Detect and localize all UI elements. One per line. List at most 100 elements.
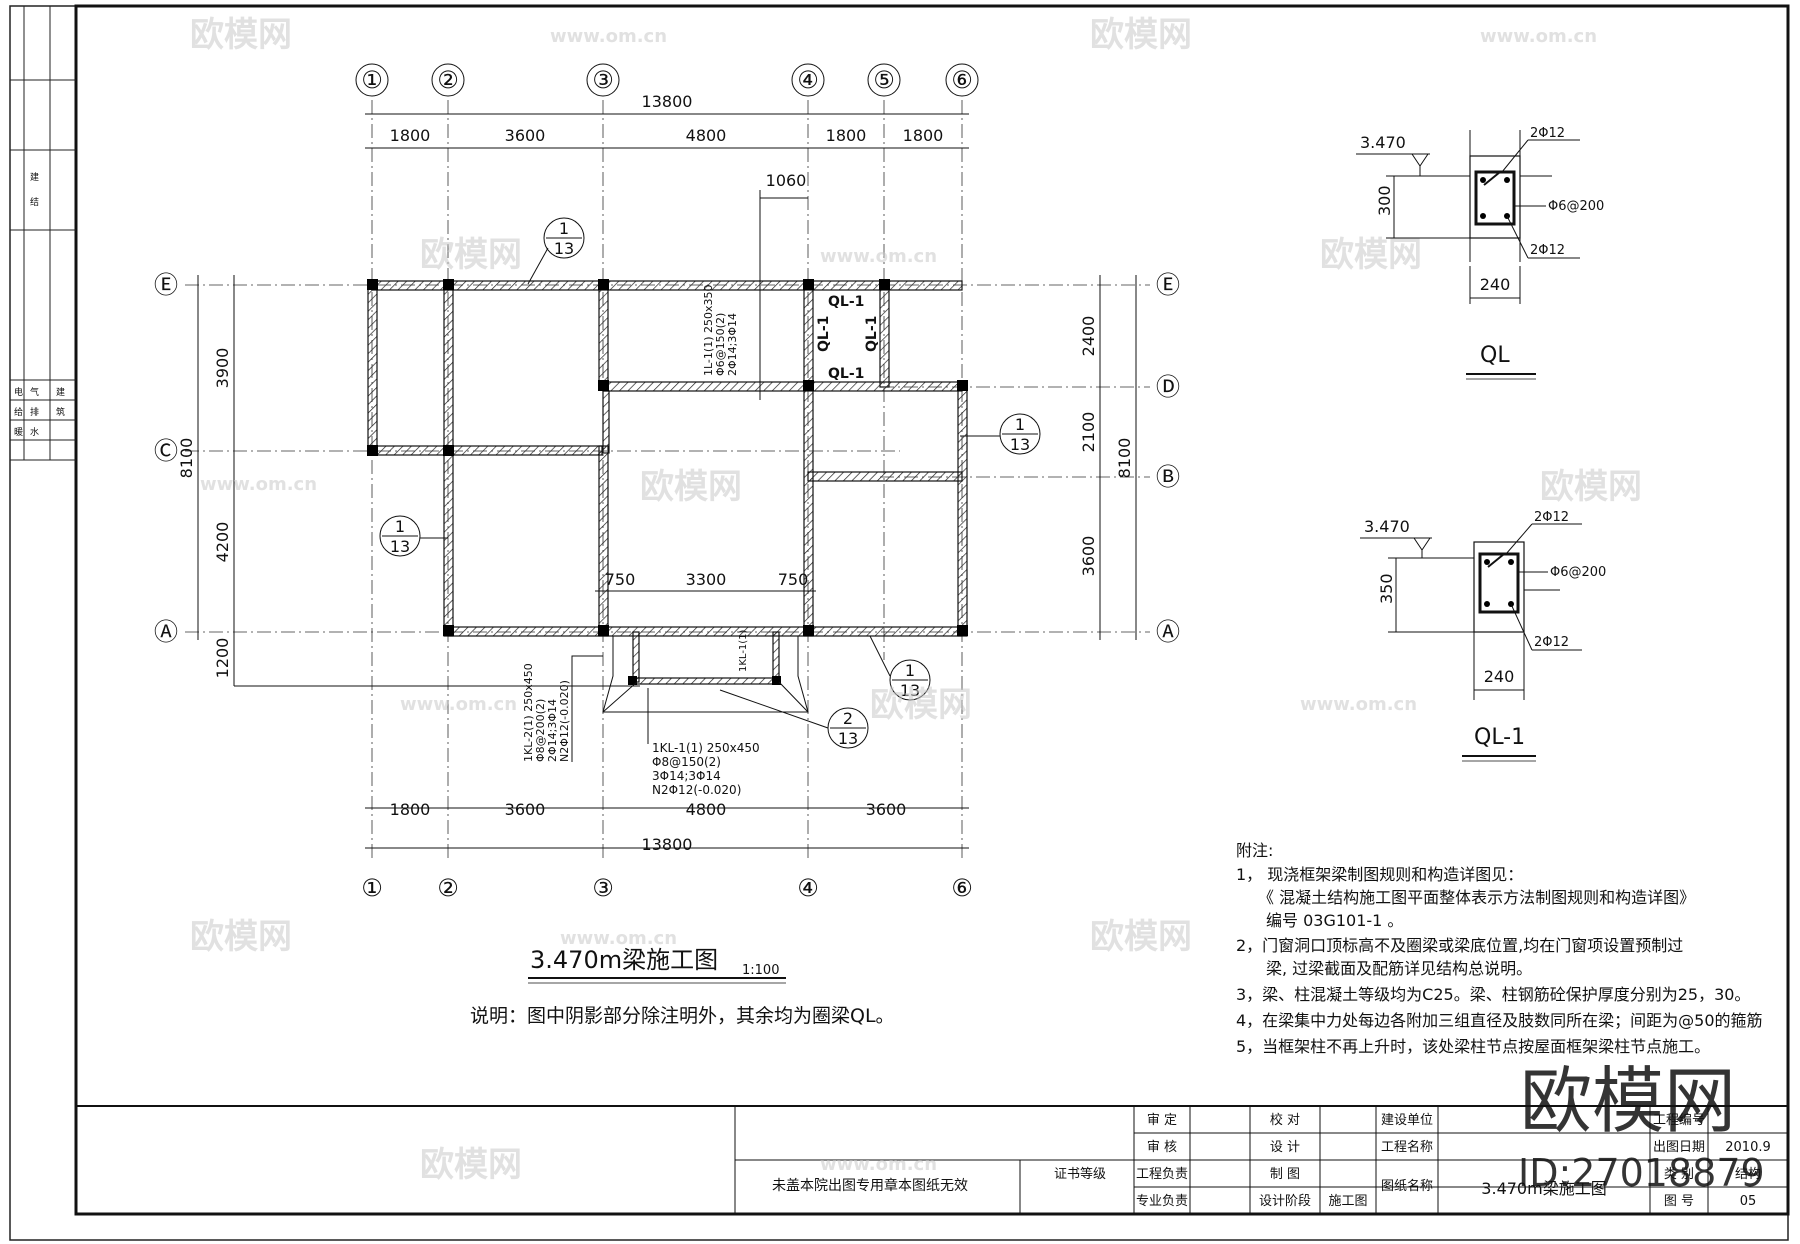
tb-category: 结构	[1735, 1167, 1761, 1182]
side-strip-char-9: 筑	[56, 406, 65, 418]
axis-top-3: ③	[592, 66, 614, 94]
ql1-bottom-bar: 2Φ12	[1534, 635, 1569, 650]
watermark-brand-3: 欧模网	[420, 235, 522, 275]
dim-top-seg-5: 1800	[903, 126, 944, 145]
ql1-label-2: QL-1	[828, 366, 864, 382]
dim-bottom-seg-1: 1800	[390, 800, 431, 819]
axis-left-c: Ⓒ	[154, 437, 178, 465]
beam-left-annotation: 1KL-2(1) 250x450 Φ8@200(2) 2Φ14;3Φ14 N2Φ…	[522, 655, 603, 762]
watermarks: 欧模网 www.om.cn 欧模网 www.om.cn 欧模网 www.om.c…	[190, 15, 1642, 1185]
tb-right-2: 类 别	[1664, 1167, 1694, 1182]
ql-top-bar: 2Φ12	[1530, 126, 1565, 141]
tb-col2-0: 校 对	[1270, 1112, 1300, 1128]
floor-plan: ① ② ③ ④ ⑤ ⑥ ① ② ③ ④ ⑥ Ⓔ Ⓒ Ⓐ Ⓔ Ⓓ Ⓑ Ⓐ	[154, 63, 1180, 1027]
section-mark-4-num: 1	[905, 661, 915, 680]
dim-top-total: 13800	[642, 92, 693, 111]
beam-left-line-2: Φ8@200(2)	[534, 699, 547, 762]
dim-left-seg-2: 4200	[213, 522, 232, 563]
watermark-url-5: www.om.cn	[400, 694, 517, 715]
vbeam-line-2: Φ6@150(2)	[714, 313, 727, 376]
ql1-height: 350	[1377, 573, 1396, 604]
notes-line-4: 2，门窗洞口顶标高不及圈梁或梁底位置,均在门窗项设置预制过	[1236, 936, 1683, 955]
side-strip-char-8: 建	[56, 386, 65, 398]
inner-frame	[74, 4, 1790, 1216]
dim-bottom-seg-3: 4800	[686, 800, 727, 819]
axis-top-1: ①	[361, 66, 383, 94]
stamp-note: 未盖本院出图专用章本图纸无效	[772, 1177, 968, 1194]
axis-sides: Ⓔ Ⓒ Ⓐ Ⓔ Ⓓ Ⓑ Ⓐ	[154, 271, 1180, 646]
side-strip: 建 结 电 给 暖 气 排 水 建 筑	[10, 6, 76, 461]
beam-left-line-3: 2Φ14;3Φ14	[546, 699, 559, 762]
watermark-url-7: www.om.cn	[560, 928, 677, 949]
dim-top-seg-2: 3600	[505, 126, 546, 145]
tb-col1-1: 审 核	[1147, 1140, 1177, 1155]
section-mark-5-den: 13	[838, 729, 858, 748]
dim-right-seg-2: 2100	[1079, 412, 1098, 453]
plan-scale: 1:100	[742, 963, 779, 978]
watermark-brand-1: 欧模网	[190, 15, 292, 55]
ql1-elev: 3.470	[1364, 517, 1410, 536]
dim-top-seg-4: 1800	[826, 126, 867, 145]
axis-right-e: Ⓔ	[1156, 271, 1180, 299]
dim-opening-mid: 3300	[686, 570, 727, 589]
tb-right-3: 图 号	[1664, 1194, 1694, 1209]
axis-bottom-4: ④	[797, 874, 819, 902]
watermark-brand-6: 欧模网	[1540, 467, 1642, 507]
tb-col2-2: 制 图	[1270, 1167, 1300, 1182]
tb-col1-2: 工程负责	[1136, 1167, 1188, 1182]
axis-left-a: Ⓐ	[154, 618, 178, 646]
ql1-label-4: QL-1	[864, 316, 880, 352]
axis-top-6: ⑥	[951, 66, 973, 94]
tb-col2-3: 设计阶段	[1259, 1194, 1311, 1209]
axis-top-2: ②	[437, 66, 459, 94]
notes: 附注: 1， 现浇框架梁制图规则和构造详图见： 《 混凝土结构施工图平面整体表示…	[1236, 841, 1763, 1056]
axis-top-4: ④	[797, 66, 819, 94]
axis-top-5: ⑤	[873, 66, 895, 94]
ql-width: 240	[1480, 275, 1511, 294]
axis-bottom-3: ③	[592, 874, 614, 902]
watermark-url-2: www.om.cn	[1480, 26, 1597, 47]
ql-bottom-bar: 2Φ12	[1530, 243, 1565, 258]
beam-left-line-1: 1KL-2(1) 250x450	[522, 663, 535, 762]
notes-line-2: 《 混凝土结构施工图平面整体表示方法制图规则和构造详图》	[1258, 888, 1695, 907]
watermark-large: 欧模网 ID:27018879	[1518, 1059, 1765, 1195]
ql1-label-3: QL-1	[816, 316, 832, 352]
section-mark-1-num: 1	[559, 219, 569, 238]
ql-stirrup: Φ6@200	[1548, 199, 1604, 214]
beam-bottom-line-3: 3Φ14;3Φ14	[652, 769, 721, 783]
beam-bottom-line-2: Φ8@150(2)	[652, 755, 721, 769]
axis-bottom-2: ②	[437, 874, 459, 902]
tb-col3-0: 建设单位	[1381, 1113, 1433, 1128]
watermark-brand-7: 欧模网	[870, 685, 972, 725]
dim-right-seg-1: 2400	[1079, 316, 1098, 357]
notes-line-1: 1， 现浇框架梁制图规则和构造详图见：	[1236, 865, 1523, 884]
detail-ql: 3.470 300 240 2Φ12 Φ6@200 2Φ12 QL	[1356, 126, 1604, 380]
side-strip-char-4: 暖	[14, 426, 23, 438]
tb-date: 2010.9	[1725, 1140, 1771, 1155]
beam-left-line-4: N2Φ12(-0.020)	[558, 680, 571, 762]
notes-line-6: 3，梁、柱混凝土等级均为C25。梁、柱钢筋砼保护厚度分别为25，30。	[1236, 985, 1750, 1004]
dim-small-top: 1060	[766, 171, 807, 190]
canopy-outline	[602, 636, 809, 713]
title-block-text: 未盖本院出图专用章本图纸无效 证书等级 审 定 审 核 工程负责 专业负责 校 …	[772, 1112, 1771, 1209]
watermark-brand-4: 欧模网	[1320, 235, 1422, 275]
axis-bottom-6: ⑥	[951, 874, 973, 902]
section-mark-3-den: 13	[390, 537, 410, 556]
axis-right-a: Ⓐ	[1156, 618, 1180, 646]
columns	[367, 279, 968, 685]
section-mark-2-num: 1	[1015, 415, 1025, 434]
side-strip-char-3: 给	[14, 406, 23, 418]
watermark-url-4: www.om.cn	[200, 474, 317, 495]
vbeam-line-1: 1L-1(1) 250x350	[702, 285, 715, 376]
watermark-url-8: www.om.cn	[820, 1154, 937, 1175]
section-mark-1-den: 13	[554, 239, 574, 258]
axis-bottom-1: ①	[361, 874, 383, 902]
tb-col2-1: 设 计	[1270, 1140, 1300, 1155]
plan-title: 3.470m梁施工图	[530, 946, 718, 974]
watermark-brand-5: 欧模网	[640, 467, 742, 507]
axis-right-b: Ⓑ	[1156, 463, 1180, 491]
ql1-top-bar: 2Φ12	[1534, 510, 1569, 525]
cert-level: 证书等级	[1054, 1166, 1106, 1182]
tb-col3-2: 图纸名称	[1381, 1178, 1433, 1194]
